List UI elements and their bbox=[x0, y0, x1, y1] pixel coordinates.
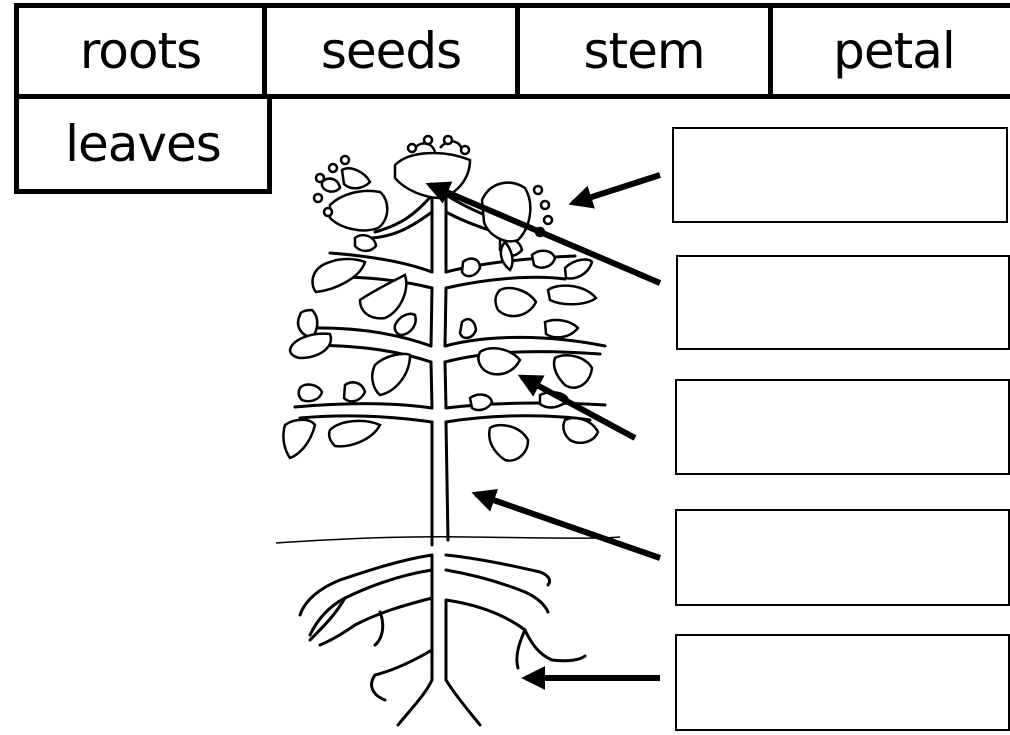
answer-box-1[interactable] bbox=[672, 127, 1008, 223]
arrow-to-petal bbox=[573, 175, 660, 203]
leaves-drawing bbox=[283, 235, 598, 460]
roots-drawing bbox=[300, 555, 585, 725]
answer-box-3[interactable] bbox=[675, 379, 1010, 475]
arrow-to-stem bbox=[476, 494, 660, 558]
answer-box-2[interactable] bbox=[676, 255, 1010, 350]
answer-box-5[interactable] bbox=[675, 634, 1010, 731]
answer-box-4[interactable] bbox=[675, 509, 1010, 606]
